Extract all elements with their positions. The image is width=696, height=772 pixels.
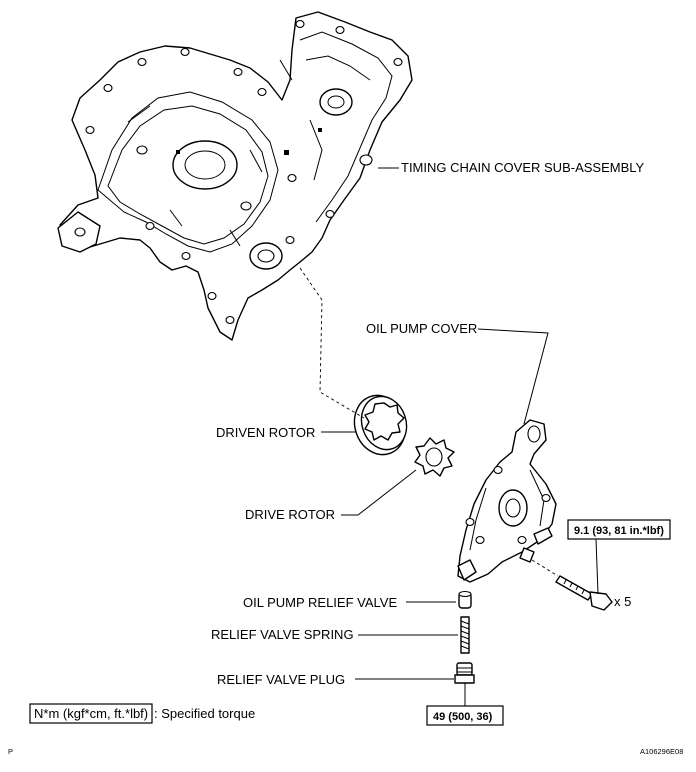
relief-valve-plug (454, 662, 475, 684)
driven-rotor (353, 394, 408, 456)
label-oil-pump-cover: OIL PUMP COVER (366, 321, 477, 336)
alignment-line (299, 267, 365, 419)
corner-mark: P (8, 747, 13, 756)
label-relief-spring: RELIEF VALVE SPRING (211, 627, 354, 642)
label-timing-chain-cover: TIMING CHAIN COVER SUB-ASSEMBLY (401, 160, 645, 175)
oil-pump-cover (457, 419, 557, 583)
relief-valve-spring (460, 616, 470, 654)
label-drive-rotor: DRIVE ROTOR (245, 507, 335, 522)
oil-pump-relief-valve (458, 590, 472, 609)
torque-plug-value: 49 (500, 36) (433, 711, 493, 723)
timing-chain-cover (57, 11, 413, 341)
legend-unit-box: N*m (kgf*cm, ft.*lbf) (34, 706, 148, 721)
figure-id: A106296E08 (640, 747, 683, 756)
torque-box-plug: 49 (500, 36) (426, 705, 504, 726)
leader-lines (321, 167, 599, 706)
label-driven-rotor: DRIVEN ROTOR (216, 425, 315, 440)
label-relief-valve: OIL PUMP RELIEF VALVE (243, 595, 397, 610)
legend: N*m (kgf*cm, ft.*lbf) : Specified torque (29, 703, 255, 724)
legend-description: : Specified torque (154, 706, 255, 721)
label-relief-plug: RELIEF VALVE PLUG (217, 672, 345, 687)
alignment-line (531, 559, 559, 577)
bolt (555, 575, 613, 611)
bolt-quantity: x 5 (614, 594, 631, 609)
drive-rotor (414, 437, 455, 477)
torque-box-bolt: 9.1 (93, 81 in.*lbf) (567, 519, 671, 540)
torque-bolt-value: 9.1 (93, 81 in.*lbf) (574, 525, 664, 537)
